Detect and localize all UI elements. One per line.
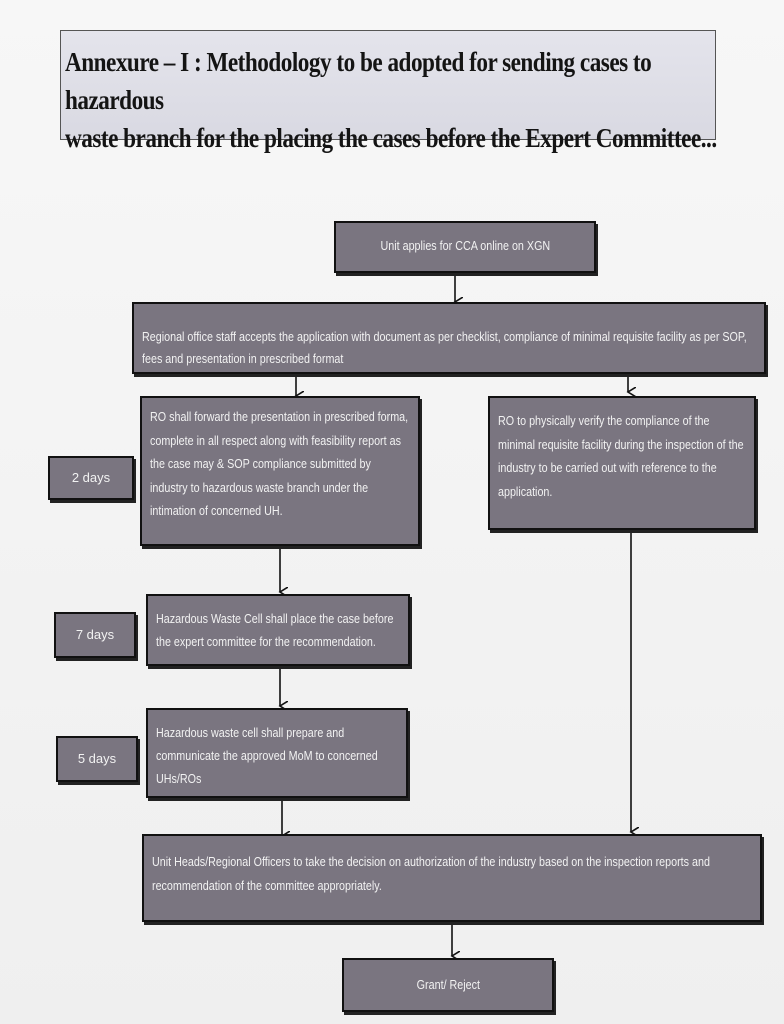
authorization-decision-text: Unit Heads/Regional Officers to take the… <box>152 855 710 893</box>
annexure-title: Annexure – I : Methodology to be adopted… <box>65 43 719 157</box>
place-before-committee-text: Hazardous Waste Cell shall place the cas… <box>156 612 394 649</box>
prepare-mom-box: Hazardous waste cell shall prepare and c… <box>146 708 408 798</box>
prepare-days-text: 5 days <box>77 751 117 766</box>
physical-verification-box: RO to physically verify the compliance o… <box>488 396 756 530</box>
physical-verification-text: RO to physically verify the compliance o… <box>498 414 744 499</box>
grant-reject-text: Grant/ Reject <box>416 978 480 992</box>
accept-application-text: Regional office staff accepts the applic… <box>142 330 747 366</box>
place-days-text: 7 days <box>75 627 115 642</box>
prepare-days-badge: 5 days <box>56 736 138 782</box>
grant-reject-box: Grant/ Reject <box>342 958 554 1012</box>
place-before-committee-box: Hazardous Waste Cell shall place the cas… <box>146 594 410 666</box>
place-days-badge: 7 days <box>54 612 136 658</box>
authorization-decision-box: Unit Heads/Regional Officers to take the… <box>142 834 762 922</box>
annexure-title-box: Annexure – I : Methodology to be adopted… <box>60 30 717 153</box>
forward-presentation-box: RO shall forward the presentation in pre… <box>140 396 420 546</box>
accept-application-box: Regional office staff accepts the applic… <box>132 302 766 374</box>
title-line-2: waste branch for the placing the cases b… <box>65 123 717 153</box>
forward-presentation-text: RO shall forward the presentation in pre… <box>150 410 409 518</box>
apply-online-text: Unit applies for CCA online on XGN <box>380 239 550 253</box>
title-line-1: Annexure – I : Methodology to be adopted… <box>65 47 652 115</box>
forward-days-badge: 2 days <box>48 456 134 500</box>
apply-online-box: Unit applies for CCA online on XGN <box>334 221 596 273</box>
prepare-mom-text: Hazardous waste cell shall prepare and c… <box>156 726 378 786</box>
forward-days-text: 2 days <box>71 470 111 485</box>
